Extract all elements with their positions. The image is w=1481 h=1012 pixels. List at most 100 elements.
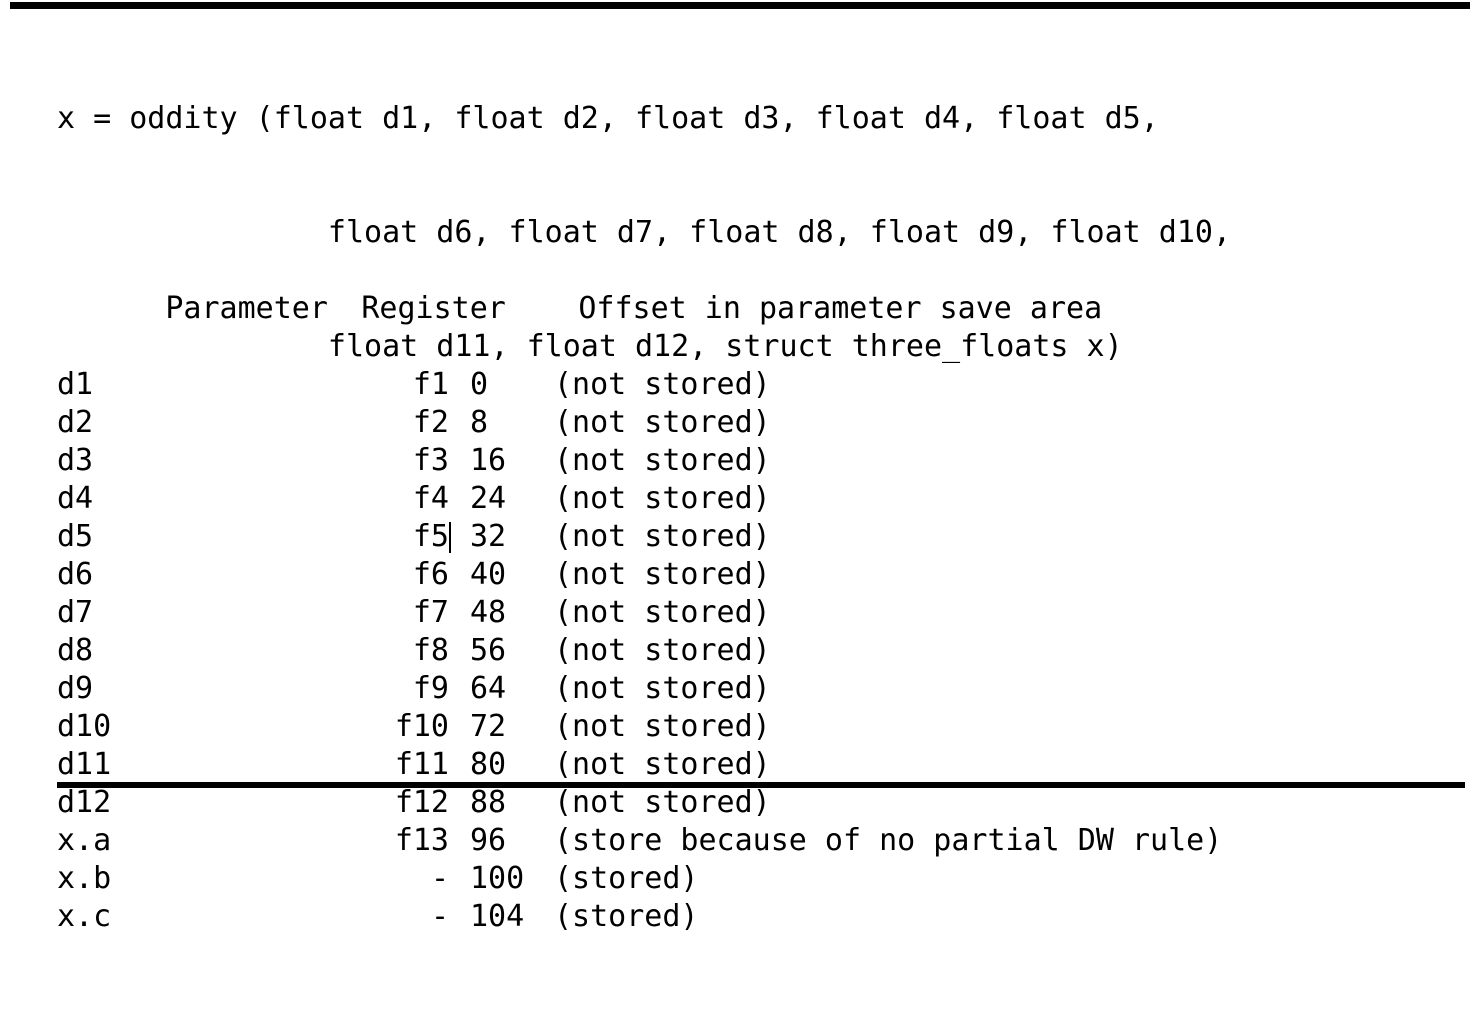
cell-spacer <box>449 898 470 936</box>
cell-offset: 16 <box>470 443 507 478</box>
table-row: d1 f1 0 (not stored) <box>57 366 1222 404</box>
table-row: d2 f2 8 (not stored) <box>57 404 1222 442</box>
cell-note: (stored) <box>554 899 699 934</box>
cell-note: (not stored) <box>554 633 771 668</box>
cell-register: f8 <box>412 633 449 668</box>
cell-offset: 48 <box>470 595 507 630</box>
cell-note: (not stored) <box>554 785 771 820</box>
cell-note: (not stored) <box>554 519 771 554</box>
cell-parameter: d10 <box>57 709 112 744</box>
cell-register: f1 <box>412 367 449 402</box>
cell-offset: 80 <box>470 747 507 782</box>
table-row: d12 f12 88 (not stored) <box>57 784 1222 822</box>
cell-note: (not stored) <box>554 747 771 782</box>
cell-note: (store because of no partial DW rule) <box>554 823 1223 858</box>
cell-spacer <box>449 784 470 822</box>
cell-note: (not stored) <box>554 443 771 478</box>
header-offset: Offset in parameter save area <box>578 291 1103 326</box>
cell-spacer <box>449 480 470 518</box>
cell-offset: 96 <box>470 823 507 858</box>
table-row: x.c - 104 (stored) <box>57 898 1222 936</box>
cell-offset: 72 <box>470 709 507 744</box>
cell-spacer <box>449 708 470 746</box>
cell-register: f3 <box>412 443 449 478</box>
cell-spacer <box>449 442 470 480</box>
cell-note: (not stored) <box>554 481 771 516</box>
bottom-horizontal-rule <box>57 782 1465 788</box>
table-row: x.b - 100 (stored) <box>57 860 1222 898</box>
cell-spacer <box>449 746 470 784</box>
cell-offset: 40 <box>470 557 507 592</box>
cell-offset: 88 <box>470 785 507 820</box>
cell-offset: 56 <box>470 633 507 668</box>
cell-parameter: d4 <box>57 481 94 516</box>
cell-offset: 100 <box>470 861 525 896</box>
top-horizontal-rule <box>10 2 1470 9</box>
figure-container: x = oddity (float d1, float d2, float d3… <box>10 2 1470 934</box>
cell-note: (not stored) <box>554 367 771 402</box>
table-row: d9 f9 64 (not stored) <box>57 670 1222 708</box>
table-header-row: Parameter Register Offset in parameter sav… <box>57 252 1222 326</box>
signature-line-2: float d6, float d7, float d8, float d9, … <box>57 215 1231 250</box>
signature-line-3: float d11, float d12, struct three_float… <box>57 329 1123 364</box>
cell-register: f9 <box>412 671 449 706</box>
cell-note: (not stored) <box>554 671 771 706</box>
table-row: x.a f13 96 (store because of no partial DW… <box>57 822 1222 860</box>
cell-spacer <box>449 670 470 708</box>
cell-spacer <box>449 518 470 556</box>
cell-spacer <box>449 632 470 670</box>
header-parameter: Parameter <box>165 291 328 326</box>
cell-parameter: d2 <box>57 405 94 440</box>
table-row: d10 f10 72 (not stored) <box>57 708 1222 746</box>
cell-note: (not stored) <box>554 405 771 440</box>
function-signature-block: x = oddity (float d1, float d2, float d3… <box>57 24 1231 442</box>
signature-line-1: x = oddity (float d1, float d2, float d3… <box>57 101 1159 136</box>
cell-spacer <box>449 594 470 632</box>
cell-note: (not stored) <box>554 557 771 592</box>
cell-spacer <box>449 556 470 594</box>
cell-offset: 0 <box>470 367 489 402</box>
cell-parameter: x.c <box>57 899 112 934</box>
cell-offset: 24 <box>470 481 507 516</box>
cell-parameter: x.b <box>57 861 112 896</box>
cell-offset: 8 <box>470 405 489 440</box>
cell-parameter: d8 <box>57 633 94 668</box>
cell-register: - <box>430 861 449 896</box>
cell-register: f11 <box>394 747 449 782</box>
cell-note: (not stored) <box>554 709 771 744</box>
table-body: d1 f1 0 (not stored) d2 f2 8 (not stored) d3 f3… <box>57 366 1222 936</box>
cell-parameter: d9 <box>57 671 94 706</box>
cell-spacer <box>449 404 470 442</box>
cell-parameter: d12 <box>57 785 112 820</box>
cell-parameter: x.a <box>57 823 112 858</box>
cell-offset: 64 <box>470 671 507 706</box>
cell-parameter: d5 <box>57 519 94 554</box>
cell-register: f12 <box>394 785 449 820</box>
cell-register: f2 <box>412 405 449 440</box>
cell-register: f13 <box>394 823 449 858</box>
cell-parameter: d7 <box>57 595 94 630</box>
cell-offset: 32 <box>470 519 507 554</box>
cell-parameter: d1 <box>57 367 94 402</box>
cell-spacer <box>449 366 470 404</box>
table-row: d11 f11 80 (not stored) <box>57 746 1222 784</box>
cell-register: f7 <box>412 595 449 630</box>
table-row: d3 f3 16 (not stored) <box>57 442 1222 480</box>
cell-parameter: d6 <box>57 557 94 592</box>
cell-register: f5 <box>412 519 451 554</box>
cell-offset: 104 <box>470 899 525 934</box>
cell-parameter: d3 <box>57 443 94 478</box>
text-cursor-caret <box>449 522 451 553</box>
cell-parameter: d11 <box>57 747 112 782</box>
table-row: d5 f5 32 (not stored) <box>57 518 1222 556</box>
cell-note: (stored) <box>554 861 699 896</box>
table-row: d8 f8 56 (not stored) <box>57 632 1222 670</box>
cell-register: - <box>430 899 449 934</box>
cell-spacer <box>449 860 470 898</box>
parameter-assignment-table: Parameter Register Offset in parameter sav… <box>57 176 1222 1012</box>
header-register: Register <box>361 291 506 326</box>
cell-register: f10 <box>394 709 449 744</box>
